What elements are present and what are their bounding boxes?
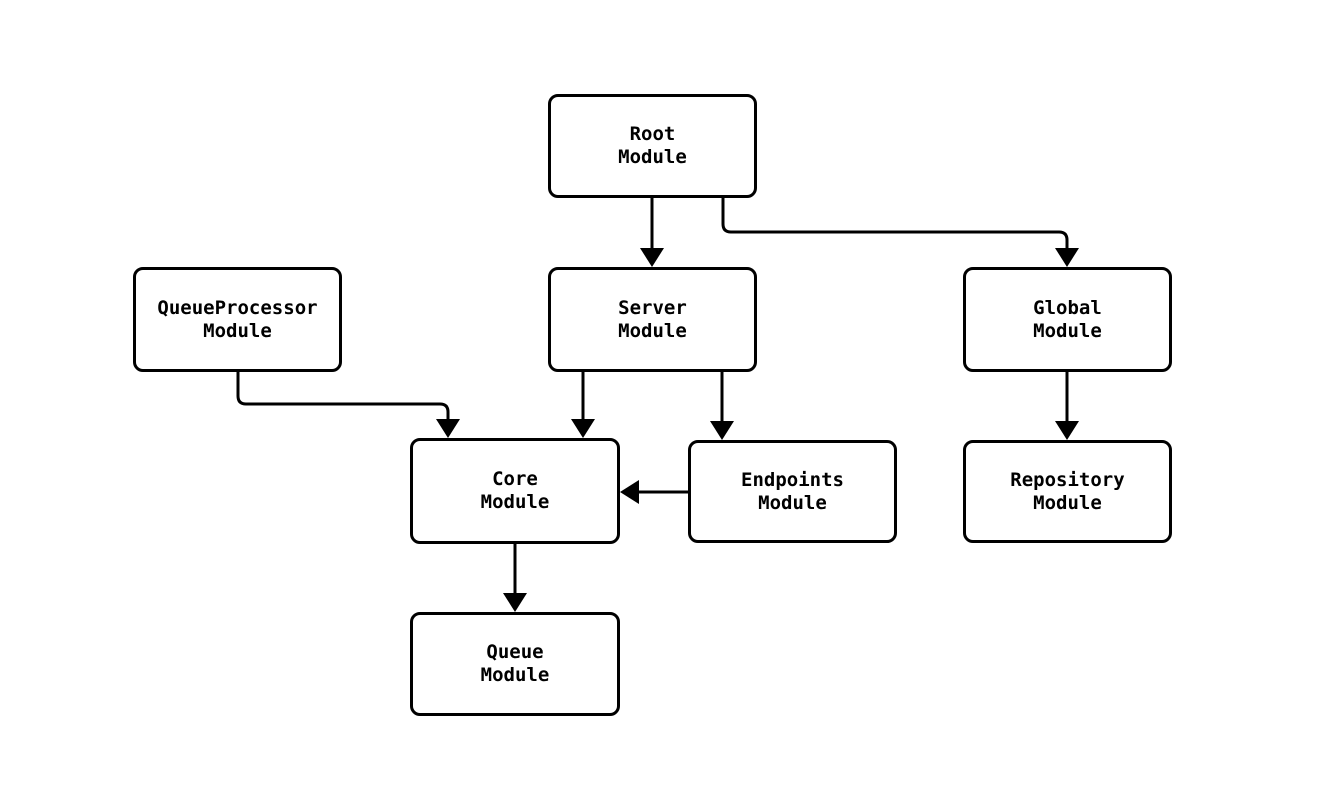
edge-server-endpoints	[710, 372, 734, 440]
node-queue-module: Queue Module	[410, 612, 620, 716]
node-root-module: Root Module	[548, 94, 757, 198]
node-global-module-label: Global Module	[1033, 296, 1102, 342]
arrowhead-server-core	[571, 419, 595, 438]
node-repository-module-label: Repository Module	[1010, 468, 1125, 514]
arrowhead-queueprocessor-core	[436, 419, 460, 438]
edge-root-server	[640, 198, 664, 267]
edge-root-global	[721, 198, 1079, 267]
node-core-module-label: Core Module	[480, 468, 550, 513]
edge-global-repository	[1055, 372, 1079, 440]
node-core-module: Core Module	[410, 438, 620, 544]
arrowhead-core-queue	[503, 593, 527, 612]
node-queueprocessor-module-label: QueueProcessor Module	[157, 296, 318, 342]
arrowhead-server-endpoints	[710, 421, 734, 440]
node-server-module: Server Module	[548, 267, 757, 372]
node-queueprocessor-module: QueueProcessor Module	[133, 267, 342, 372]
node-repository-module: Repository Module	[963, 440, 1172, 543]
arrowhead-global-repository	[1055, 421, 1079, 440]
arrowhead-endpoints-core	[620, 480, 639, 504]
node-queue-module-label: Queue Module	[480, 641, 550, 686]
node-global-module: Global Module	[963, 267, 1172, 372]
edge-queueprocessor-core	[236, 372, 460, 438]
node-endpoints-module: Endpoints Module	[688, 440, 897, 543]
arrowhead-root-global	[1055, 248, 1079, 267]
edge-core-queue	[503, 544, 527, 612]
node-endpoints-module-label: Endpoints Module	[741, 468, 844, 514]
edge-server-core	[571, 372, 595, 438]
node-server-module-label: Server Module	[618, 296, 687, 342]
node-root-module-label: Root Module	[618, 123, 687, 168]
arrowhead-root-server	[640, 248, 664, 267]
edge-endpoints-core	[620, 480, 688, 504]
